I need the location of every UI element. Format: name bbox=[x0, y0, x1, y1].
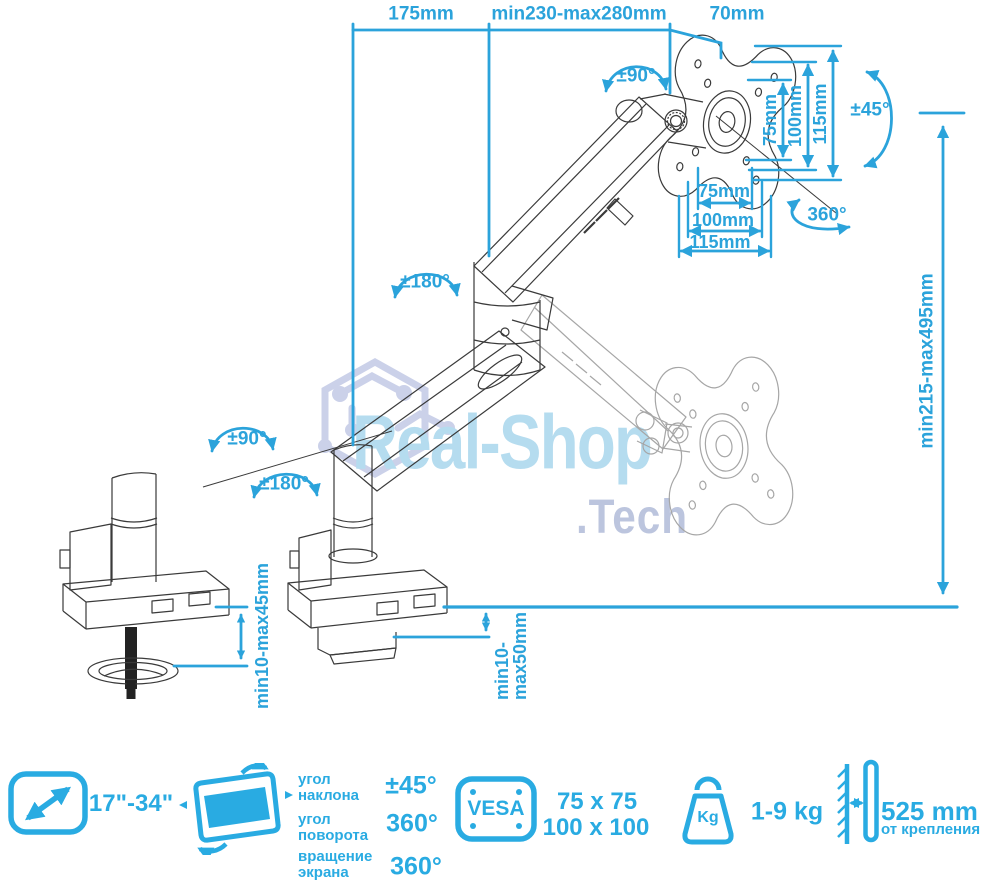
dim-top-right: 70mm bbox=[709, 3, 765, 25]
swivel-label-line1: угол bbox=[298, 811, 331, 828]
dim-height-range: min215-max495mm bbox=[916, 273, 938, 449]
vesa-dim-v-75: 75mm bbox=[760, 93, 780, 147]
angle-base-swivel-180: ±180° bbox=[259, 473, 309, 495]
distance-label: от крепления bbox=[881, 821, 981, 838]
weight-icon bbox=[682, 776, 734, 845]
vesa-dim-v-100: 100mm bbox=[785, 84, 805, 148]
vesa-dim-h-115: 115mm bbox=[689, 232, 751, 252]
rotation-label-line1: вращение bbox=[298, 848, 373, 865]
rotation-value: 360° bbox=[390, 852, 442, 881]
angle-arm-swivel: ±180° bbox=[400, 271, 450, 293]
vesa-dim-h-75: 75mm bbox=[697, 181, 751, 201]
rotation-label-line2: экрана bbox=[298, 864, 349, 881]
watermark-tld-text: .Tech bbox=[576, 489, 688, 544]
vesa-size-100: 100 x 100 bbox=[542, 814, 650, 841]
weight-value: 1-9 kg bbox=[750, 797, 824, 826]
tilt-value: ±45° bbox=[385, 771, 437, 800]
angle-tilt: ±45° bbox=[850, 99, 890, 121]
vesa-icon-label: VESA bbox=[467, 797, 525, 820]
vesa-icon bbox=[455, 776, 537, 842]
rotation-label: вращение экрана bbox=[298, 849, 372, 881]
tilt-label: угол наклона bbox=[298, 772, 359, 804]
dimension-lines bbox=[172, 22, 966, 668]
angle-base-swivel-90: ±90° bbox=[227, 428, 267, 450]
dim-top-left: 175mm bbox=[388, 3, 454, 25]
angle-rotation: 360° bbox=[807, 204, 847, 226]
wall-distance-icon bbox=[837, 759, 879, 844]
angle-head-swivel: ±90° bbox=[616, 65, 656, 87]
dim-top-middle: min230-max280mm bbox=[491, 3, 667, 25]
weight-icon-label: Kg bbox=[697, 809, 719, 826]
watermark-brand-text: Real-Shop bbox=[352, 399, 653, 486]
vesa-dim-h-100: 100mm bbox=[691, 210, 755, 230]
dim-clamp-thickness-line2: max50mm bbox=[510, 611, 530, 701]
tilt-label-line1: угол bbox=[298, 771, 331, 788]
dim-grommet-thickness: min10-max45mm bbox=[252, 562, 272, 710]
screen-size-value: 17"-34" bbox=[88, 790, 174, 817]
tilt-label-line2: наклона bbox=[298, 787, 359, 804]
dim-clamp-thickness-line1: min10- bbox=[492, 642, 512, 701]
swivel-label-line2: поворота bbox=[298, 827, 369, 844]
screen-size-icon bbox=[8, 771, 88, 835]
arm-line-art bbox=[59, 30, 837, 699]
dim-clamp-thickness: min10- max50mm bbox=[492, 611, 530, 701]
vesa-size-75: 75 x 75 bbox=[556, 788, 638, 815]
distance-value: 525 mm bbox=[881, 796, 978, 826]
swivel-value: 360° bbox=[386, 809, 438, 838]
ghost-lowered-arm bbox=[520, 294, 798, 539]
swivel-label: угол поворота bbox=[298, 812, 368, 844]
vesa-dim-v-115: 115mm bbox=[810, 83, 830, 145]
screen-tilt-icon bbox=[179, 763, 293, 855]
